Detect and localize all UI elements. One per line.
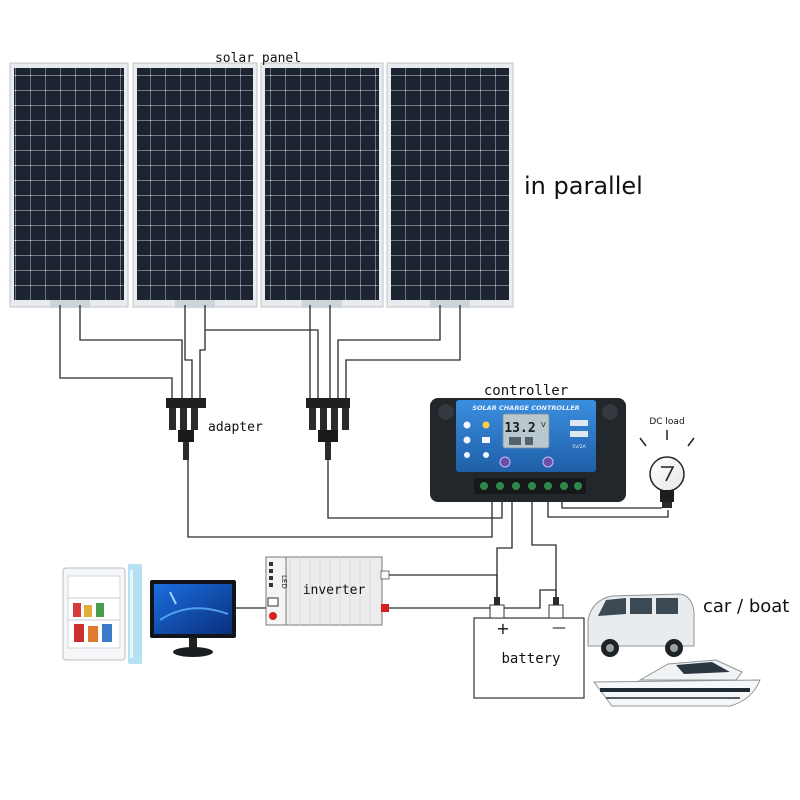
solar-panel-label: solar panel <box>215 51 301 66</box>
battery-negative-terminal: — <box>552 620 566 636</box>
boat-icon <box>593 659 761 707</box>
inverter-red-terminal <box>381 604 389 612</box>
inverter: LED <box>265 556 390 626</box>
solar-panel-4 <box>386 62 514 308</box>
adapter-left <box>166 398 206 460</box>
controller-label: controller <box>484 383 568 399</box>
solar-panel-3 <box>260 62 384 308</box>
inverter-label: inverter <box>303 583 366 598</box>
bulb-icon <box>649 456 685 492</box>
controller-display-unit: V <box>541 421 546 429</box>
solar-panel-array <box>9 62 514 308</box>
inverter-led-label: LED <box>280 575 288 589</box>
adapter-right <box>306 398 350 460</box>
in-parallel-label: in parallel <box>524 172 643 200</box>
controller-button-2[interactable] <box>542 456 554 468</box>
controller-button-1[interactable] <box>499 456 511 468</box>
solar-panel-1 <box>9 62 129 308</box>
solar-charge-controller: SOLAR CHARGE CONTROLLER 13.2 V 5V/2A <box>430 398 626 502</box>
wiring <box>59 305 669 609</box>
usb-ports: 5V/2A <box>570 420 588 450</box>
controller-screen-header: SOLAR CHARGE CONTROLLER <box>472 404 579 412</box>
controller-terminals <box>474 478 586 494</box>
monitor-icon <box>150 580 236 657</box>
battery-positive-terminal: + <box>496 619 509 638</box>
fridge-icon <box>62 564 142 664</box>
solar-panel-2 <box>132 62 258 308</box>
battery <box>473 597 585 699</box>
dc-load-label: DC load <box>649 417 684 427</box>
usb-label: 5V/2A <box>572 444 586 450</box>
adapter-label: adapter <box>208 420 263 435</box>
controller-status-icons <box>463 421 490 458</box>
battery-label: battery <box>501 651 560 667</box>
car-boat-label: car / boat <box>703 596 789 617</box>
controller-display-value: 13.2 <box>504 421 535 436</box>
inverter-red-terminal-front <box>269 612 277 620</box>
van-icon <box>587 593 695 657</box>
dc-load-bulb <box>639 430 695 508</box>
